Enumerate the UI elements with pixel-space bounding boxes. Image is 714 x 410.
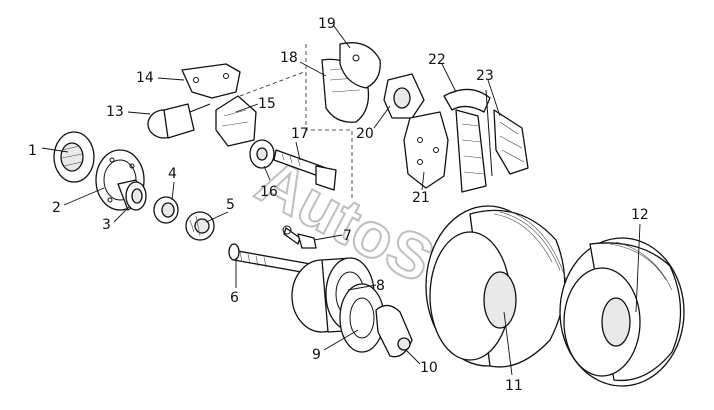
callout-2: 2 bbox=[52, 200, 61, 216]
part-17-camshaft bbox=[273, 149, 337, 191]
part-13-brake-chamber bbox=[147, 103, 211, 139]
part-14-bracket bbox=[181, 63, 241, 99]
callout-11: 11 bbox=[505, 378, 523, 394]
leader-lines bbox=[41, 25, 641, 376]
callout-17: 17 bbox=[291, 126, 309, 142]
callout-19: 19 bbox=[318, 16, 336, 32]
callout-16: 16 bbox=[260, 184, 278, 200]
part-11-wheel-assembly bbox=[425, 205, 567, 368]
callout-20: 20 bbox=[356, 126, 374, 142]
callout-13: 13 bbox=[106, 104, 124, 120]
part-20-anchor-plate bbox=[383, 73, 425, 119]
callout-15: 15 bbox=[258, 96, 276, 112]
callout-21: 21 bbox=[412, 190, 430, 206]
callout-10: 10 bbox=[420, 360, 438, 376]
callout-14: 14 bbox=[136, 70, 154, 86]
callout-1: 1 bbox=[28, 143, 37, 159]
assembly-guides bbox=[239, 44, 353, 200]
part-21-brake-spider bbox=[403, 111, 449, 189]
callout-12: 12 bbox=[631, 207, 649, 223]
part-19-shield-plate bbox=[339, 42, 381, 89]
part-7-bolt bbox=[282, 225, 317, 249]
callout-6: 6 bbox=[230, 290, 239, 306]
callout-4: 4 bbox=[168, 166, 177, 182]
part-10-nut-flange bbox=[375, 304, 413, 358]
part-3-hub-boss bbox=[117, 179, 147, 211]
callout-22: 22 bbox=[428, 52, 446, 68]
part-16-camshaft-bush bbox=[249, 139, 275, 169]
callout-18: 18 bbox=[280, 50, 298, 66]
part-4-bearing bbox=[153, 196, 179, 224]
part-22-brake-shoe bbox=[443, 88, 491, 193]
callout-7: 7 bbox=[343, 228, 352, 244]
part-1-hub-cap bbox=[53, 131, 95, 183]
callout-5: 5 bbox=[226, 197, 235, 213]
callout-3: 3 bbox=[102, 217, 111, 233]
callout-9: 9 bbox=[312, 347, 321, 363]
part-23-brake-shoe-lining bbox=[485, 89, 529, 177]
part-12-twin-wheel bbox=[559, 237, 685, 387]
callout-labels: 1 2 3 4 5 6 7 8 9 10 11 12 13 14 15 16 1… bbox=[28, 16, 649, 394]
callout-23: 23 bbox=[476, 68, 494, 84]
part-15-slack-adjuster bbox=[215, 95, 257, 147]
part-5-bearing bbox=[185, 211, 215, 241]
callout-8: 8 bbox=[376, 278, 385, 294]
